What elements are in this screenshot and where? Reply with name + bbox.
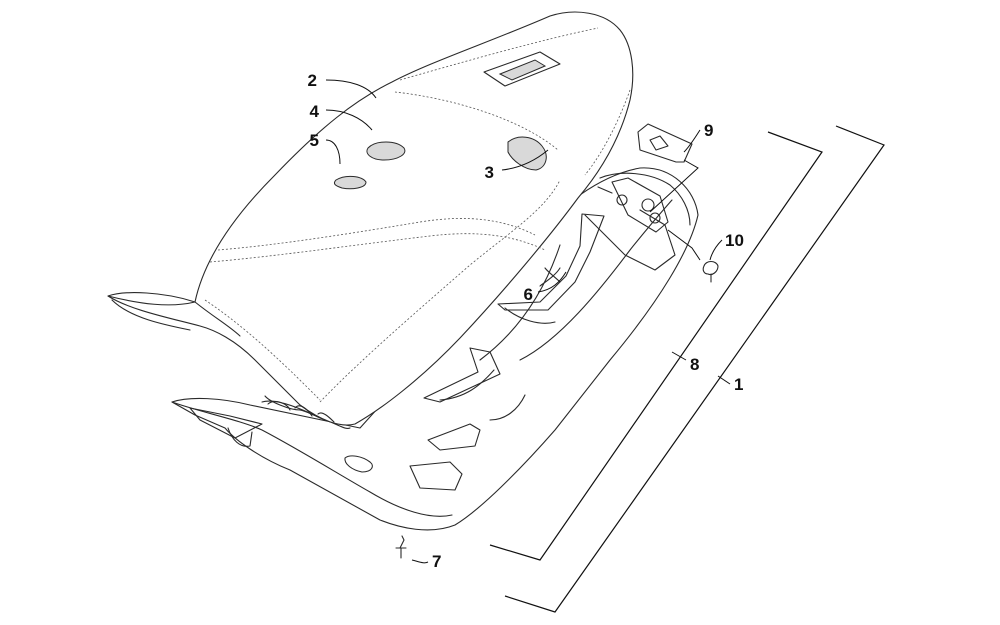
callout-5: 5 <box>310 131 319 150</box>
leader-lines <box>325 79 723 564</box>
seat-cover <box>107 11 634 426</box>
callout-6: 6 <box>524 285 533 304</box>
callout-9: 9 <box>704 121 713 140</box>
assembly-bracket-1 <box>504 125 885 613</box>
bracket-9 <box>637 123 693 163</box>
callout-8: 8 <box>690 355 699 374</box>
callout-3: 3 <box>485 163 494 182</box>
clip-10 <box>702 260 719 283</box>
callout-10: 10 <box>725 231 744 250</box>
callout-7: 7 <box>432 552 441 571</box>
callout-2: 2 <box>308 71 317 90</box>
callout-1: 1 <box>734 375 743 394</box>
assembly-bracket-8 <box>489 131 823 561</box>
callout-4: 4 <box>310 102 320 121</box>
screw-7 <box>395 535 407 559</box>
patch-5 <box>333 175 367 190</box>
patch-4 <box>366 141 406 161</box>
strap-6 <box>423 213 605 403</box>
patch-3 <box>507 136 547 171</box>
